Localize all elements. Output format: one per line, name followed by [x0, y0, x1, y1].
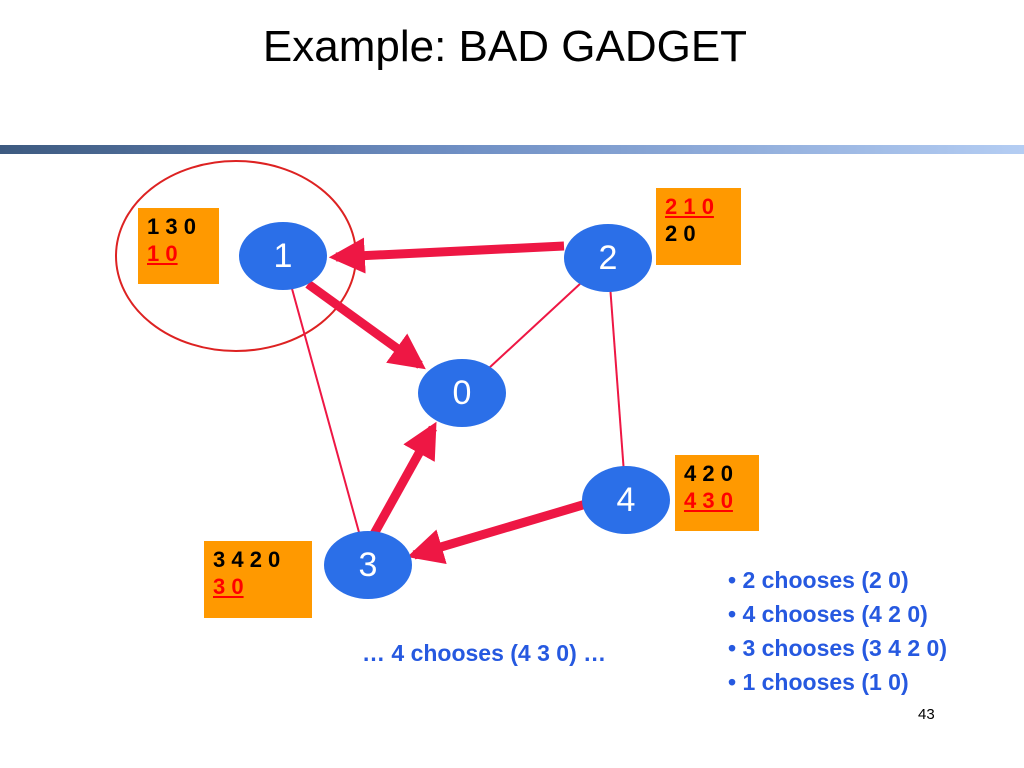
- node-1-label: 1: [274, 237, 293, 275]
- arrow-2-to-1: [328, 237, 565, 274]
- pref-node-3-path-1: 3 4 2 0: [213, 547, 281, 572]
- node-0: 0: [418, 359, 506, 427]
- arrow-3-to-0: [370, 421, 437, 537]
- node-1: 1: [239, 222, 327, 290]
- choice-item: • 3 chooses (3 4 2 0): [728, 635, 947, 661]
- node-2: 2: [564, 224, 652, 292]
- node-4-label: 4: [617, 481, 636, 519]
- slide-title: Example: BAD GADGET: [262, 22, 748, 71]
- choice-item: • 2 chooses (2 0): [728, 567, 909, 593]
- choice-item: • 1 chooses (1 0): [728, 669, 909, 695]
- arrow-4-to-3: [407, 499, 588, 565]
- pref-node-4-path-1: 4 2 0: [684, 461, 733, 486]
- node-4: 4: [582, 466, 670, 534]
- pref-node-1-path-2: 1 0: [147, 241, 178, 266]
- arrow-1-to-0: [305, 280, 426, 370]
- node-3-label: 3: [359, 546, 378, 584]
- pref-box-node-2: 2 1 0 2 0: [656, 188, 741, 265]
- title-divider: [0, 145, 1024, 154]
- choice-list: • 2 chooses (2 0) • 4 chooses (4 2 0) • …: [728, 563, 947, 699]
- pref-node-2-path-2: 2 0: [665, 221, 696, 246]
- node-2-label: 2: [599, 239, 618, 277]
- pref-box-node-4: 4 2 0 4 3 0: [675, 455, 759, 531]
- pref-node-1-path-1: 1 3 0: [147, 214, 196, 239]
- pref-node-2-path-1: 2 1 0: [665, 194, 714, 219]
- pref-node-4-path-2: 4 3 0: [684, 488, 733, 513]
- edge-2-4: [607, 257, 627, 501]
- oscillation-caption: … 4 chooses (4 3 0) …: [362, 640, 607, 666]
- pref-box-node-1: 1 3 0 1 0: [138, 208, 219, 284]
- pref-box-node-3: 3 4 2 0 3 0: [204, 541, 312, 618]
- edge-1-3: [282, 255, 369, 566]
- page-number: 43: [918, 706, 935, 723]
- node-0-label: 0: [453, 374, 472, 412]
- node-3: 3: [324, 531, 412, 599]
- pref-node-3-path-2: 3 0: [213, 574, 244, 599]
- choice-item: • 4 chooses (4 2 0): [728, 601, 928, 627]
